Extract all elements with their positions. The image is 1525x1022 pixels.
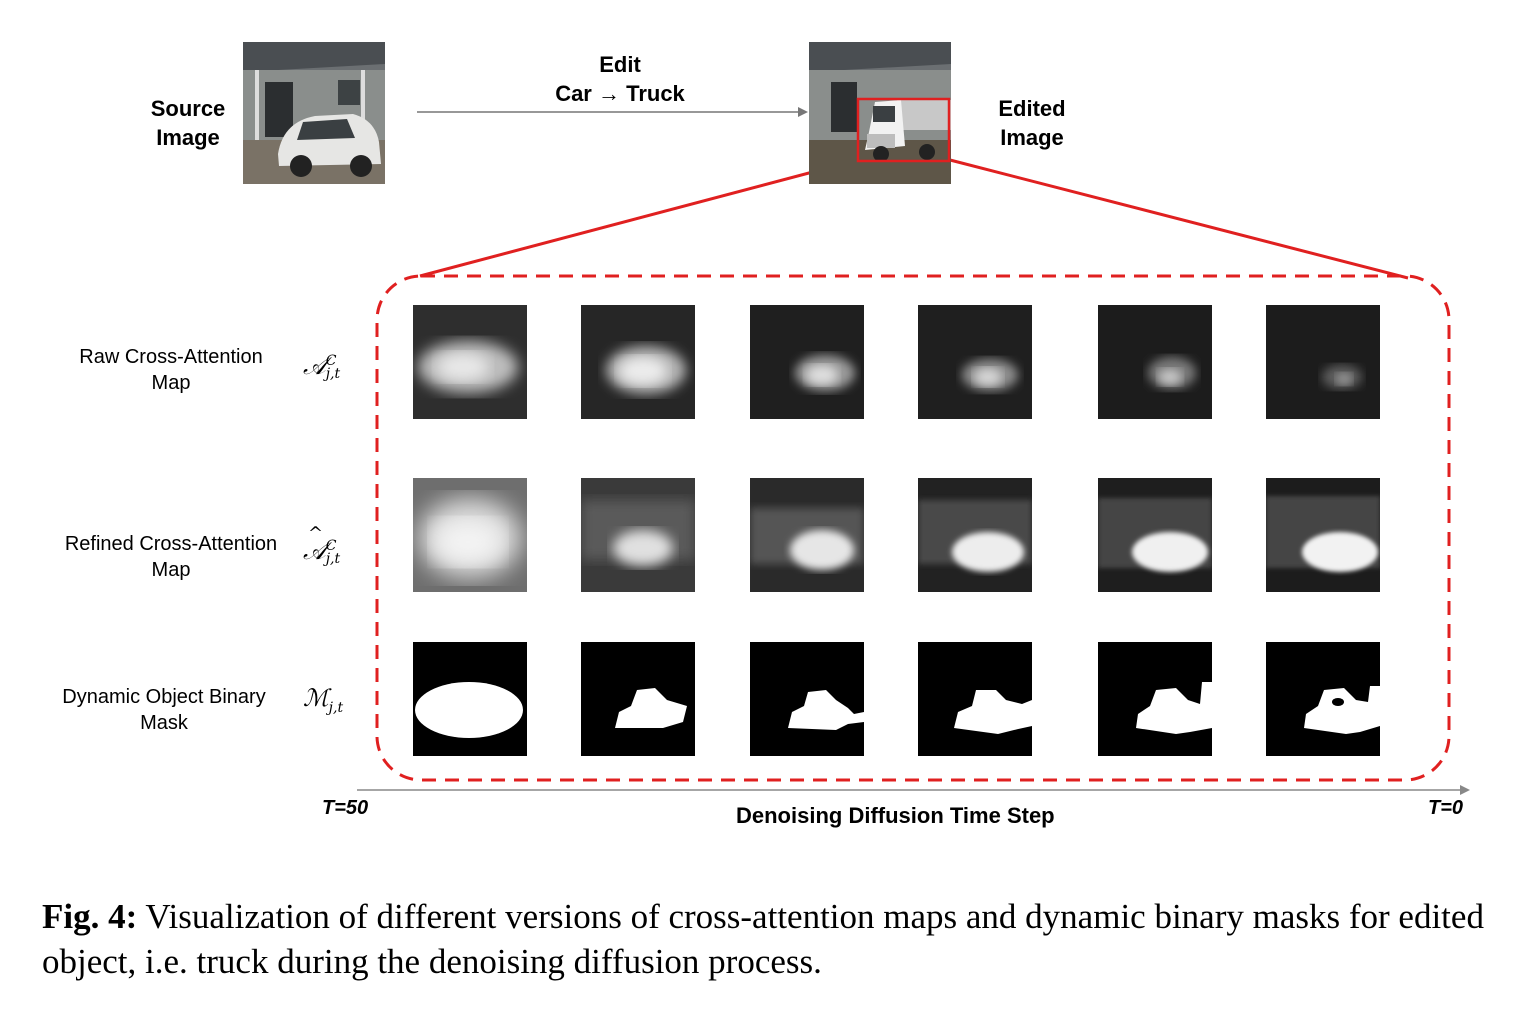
raw-attention-map-6 [1266, 305, 1380, 419]
caption-prefix: Fig. 4: [42, 897, 138, 936]
refined-attention-map-4 [918, 478, 1032, 592]
hat-mark: ^ [308, 523, 324, 544]
edited-label-line1: Edited [998, 96, 1066, 121]
caption-text: Visualization of different versions of c… [42, 897, 1484, 981]
edited-image [809, 42, 951, 184]
raw-attention-map-2 [581, 305, 695, 419]
edit-label-line2: Car → Truck [555, 81, 685, 106]
symbol-raw-sub: j,t [325, 365, 341, 382]
symbol-mask-base: ℳ [303, 684, 329, 712]
symbol-refined-base: 𝒜 [303, 537, 326, 565]
symbol-refined-sub: j,t [325, 550, 341, 567]
symbol-mask: ℳj,t [303, 684, 343, 716]
figure-caption: Fig. 4: Visualization of different versi… [42, 894, 1492, 984]
source-image-label: Source Image [130, 94, 246, 152]
axis-start-label: T=50 [322, 797, 369, 819]
row-label-raw-line2: Map [151, 372, 191, 394]
binary-mask-5 [1098, 642, 1212, 756]
refined-attention-map-5 [1098, 478, 1212, 592]
binary-mask-3 [750, 642, 864, 756]
row-label-refined: Refined Cross-Attention Map [50, 531, 292, 583]
binary-mask-6 [1266, 642, 1380, 756]
raw-attention-map-3 [750, 305, 864, 419]
refined-attention-map-3 [750, 478, 864, 592]
zoom-line-right [949, 158, 1409, 280]
edit-label: Edit Car → Truck [530, 50, 710, 108]
binary-mask-4 [918, 642, 1032, 756]
symbol-refined-sup: C [325, 537, 337, 554]
raw-attention-map-1 [413, 305, 527, 419]
dashed-region [375, 274, 1451, 782]
axis-title: Denoising Diffusion Time Step [736, 803, 1055, 828]
edit-label-line1: Edit [599, 52, 641, 77]
row-label-raw-line1: Raw Cross-Attention [79, 346, 263, 368]
raw-attention-map-5 [1098, 305, 1212, 419]
row-label-refined-line2: Map [151, 559, 191, 581]
source-label-line1: Source [150, 96, 226, 121]
row-label-mask: Dynamic Object Binary Mask [44, 684, 284, 736]
row-label-mask-line1: Dynamic Object Binary [62, 686, 266, 708]
source-image [243, 42, 385, 184]
raw-attention-map-4 [918, 305, 1032, 419]
refined-attention-map-2 [581, 478, 695, 592]
symbol-mask-sub: j,t [328, 699, 344, 716]
row-label-raw: Raw Cross-Attention Map [56, 344, 286, 396]
zoom-line-left [419, 158, 859, 278]
row-label-refined-line1: Refined Cross-Attention [64, 533, 278, 555]
binary-mask-1 [413, 642, 527, 756]
time-axis-arrowhead [1460, 785, 1470, 795]
refined-attention-map-1 [413, 478, 527, 592]
axis-end-label: T=0 [1428, 797, 1464, 819]
refined-attention-map-6 [1266, 478, 1380, 592]
binary-mask-2 [581, 642, 695, 756]
symbol-raw-sup: C [325, 352, 337, 369]
row-label-mask-line2: Mask [140, 712, 188, 734]
edited-label-line2: Image [1000, 125, 1064, 150]
symbol-raw-base: 𝒜 [303, 352, 326, 380]
edited-region-box [856, 97, 951, 163]
edited-image-label: Edited Image [974, 94, 1090, 152]
source-label-line2: Image [156, 125, 220, 150]
